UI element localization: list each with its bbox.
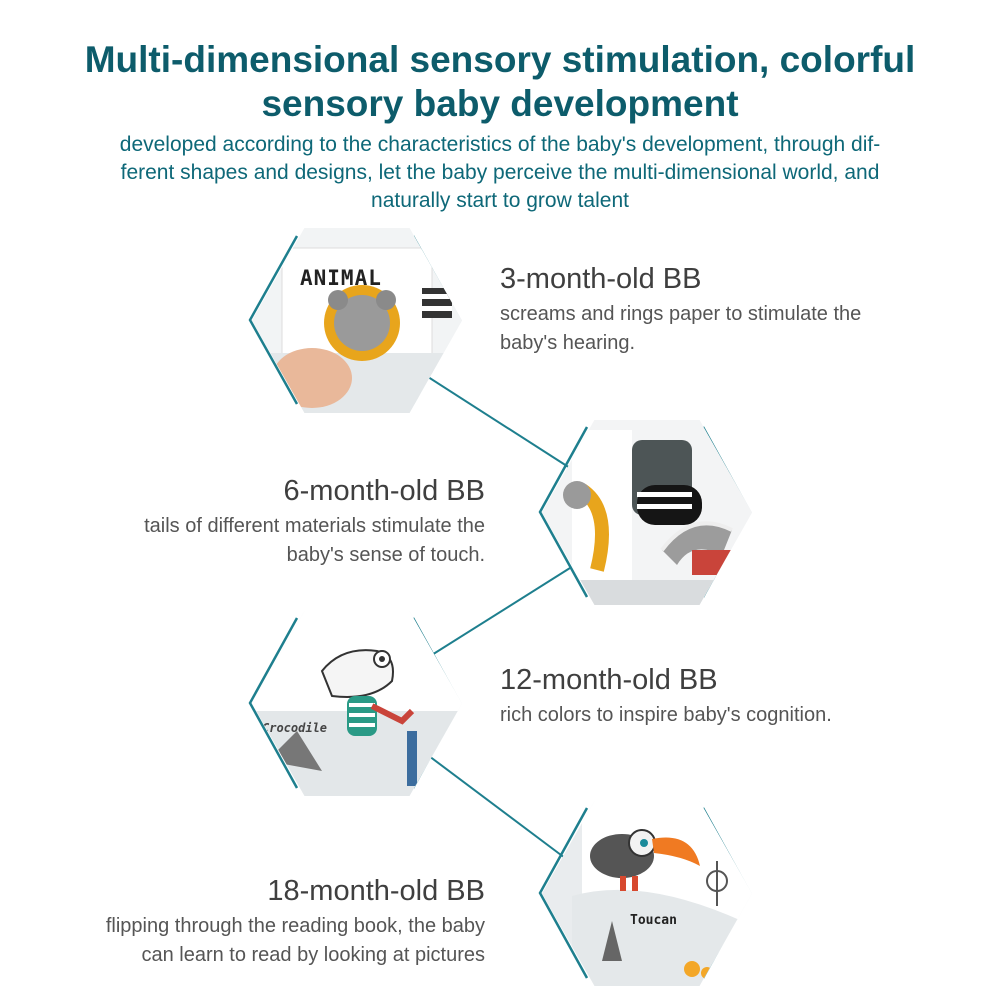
connector-2 bbox=[426, 567, 571, 659]
stage-3-image: Crocodile bbox=[252, 611, 462, 796]
stage-2-line-2: baby's sense of touch. bbox=[286, 544, 485, 566]
stage-4-heading: 18-month-old BB bbox=[267, 875, 485, 907]
hex-frame-2-left bbox=[538, 426, 589, 598]
crocodile-book-photo: Crocodile bbox=[252, 611, 462, 796]
subtitle-line-3: naturally start to grow talent bbox=[371, 189, 629, 212]
book-label-animal: ANIMAL bbox=[300, 266, 382, 290]
connector-3 bbox=[424, 752, 566, 859]
toucan-book-photo: Toucan bbox=[542, 801, 752, 986]
hex-frame-4-left bbox=[538, 807, 589, 979]
stage-4-description: flipping through the reading book, the b… bbox=[10, 912, 485, 970]
tails-book-photo bbox=[542, 420, 752, 605]
stage-2-line-1: tails of different materials stimulate t… bbox=[144, 515, 485, 537]
subtitle-line-1: developed according to the characteristi… bbox=[119, 133, 881, 156]
stage-3-line-1: rich colors to inspire baby's cognition. bbox=[500, 704, 832, 726]
connector-1 bbox=[424, 374, 571, 469]
page-title: Multi-dimensional sensory stimulation, c… bbox=[0, 38, 1000, 126]
stage-4-text: 18-month-old BB flipping through the rea… bbox=[10, 874, 485, 970]
hex-frame-1-left bbox=[248, 235, 299, 405]
stage-4-line-1: flipping through the reading book, the b… bbox=[105, 915, 485, 937]
stage-3-heading: 12-month-old BB bbox=[500, 664, 718, 696]
stage-1-image: ANIMAL bbox=[252, 228, 462, 413]
stage-1-text: 3-month-old BB screams and rings paper t… bbox=[500, 262, 970, 358]
stage-3-text: 12-month-old BB rich colors to inspire b… bbox=[500, 663, 970, 730]
title-line-1: Multi-dimensional sensory stimulation, c… bbox=[84, 39, 916, 80]
stage-2-heading: 6-month-old BB bbox=[283, 475, 486, 507]
stage-1-line-1: screams and rings paper to stimulate the bbox=[500, 303, 862, 325]
hex-frame-3-left bbox=[248, 617, 299, 789]
stage-1-heading: 3-month-old BB bbox=[500, 263, 702, 295]
subtitle-line-2: ferent shapes and designs, let the baby … bbox=[120, 161, 880, 184]
title-line-2: sensory baby development bbox=[261, 83, 739, 124]
stage-3-description: rich colors to inspire baby's cognition. bbox=[500, 701, 970, 730]
book-label-toucan: Toucan bbox=[630, 913, 677, 928]
stage-2-text: 6-month-old BB tails of different materi… bbox=[20, 474, 485, 570]
stage-4-image: Toucan bbox=[542, 801, 752, 986]
page-subtitle: developed according to the characteristi… bbox=[50, 131, 950, 215]
book-label-crocodile: Crocodile bbox=[262, 721, 328, 735]
stage-1-line-2: baby's hearing. bbox=[500, 332, 636, 354]
stage-2-description: tails of different materials stimulate t… bbox=[20, 512, 485, 570]
lion-book-photo: ANIMAL bbox=[252, 228, 462, 413]
stage-1-description: screams and rings paper to stimulate the… bbox=[500, 300, 970, 358]
stage-2-image bbox=[542, 420, 752, 605]
stage-4-line-2: can learn to read by looking at pictures bbox=[141, 944, 485, 966]
